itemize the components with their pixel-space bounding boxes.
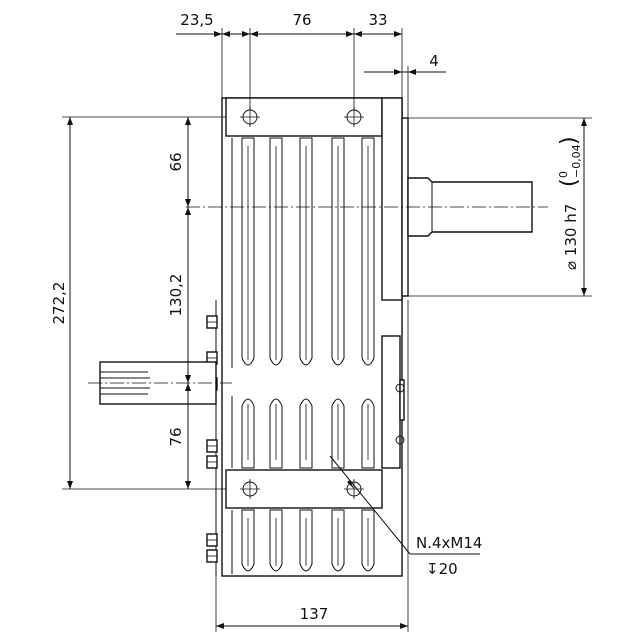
- paren-close: ): [557, 136, 582, 145]
- shaft-callout: ⌀ 130 h7 ( 0 −0,04 ): [557, 136, 583, 270]
- pad-bolt-0: [395, 383, 405, 393]
- dim-inner-chain: [185, 117, 191, 489]
- dim-bottom-label: 137: [300, 605, 329, 623]
- dim-left-total-label: 272,2: [50, 282, 68, 325]
- cooling-fins-upper: [231, 137, 375, 368]
- dim-left-total: [62, 116, 226, 490]
- dim-upper-label: 66: [167, 152, 185, 171]
- cooling-fins-bottom: [231, 509, 375, 574]
- dim-flange: [364, 69, 446, 75]
- dim-top-left-label: 23,5: [180, 11, 213, 29]
- dim-top-middle-label: 76: [292, 11, 311, 29]
- dim-top-right-label: 33: [368, 11, 387, 29]
- dim-mid-label: 130,2: [167, 274, 185, 317]
- hole-callout-thread: N.4xM14: [416, 534, 482, 552]
- shaft-tol-upper: 0: [557, 171, 570, 178]
- dim-shaft-diameter: [408, 117, 592, 297]
- pad-bolt-1: [395, 435, 405, 445]
- dim-flange-label: 4: [429, 52, 439, 70]
- shaft-callout-label: ⌀ 130 h7: [562, 204, 580, 270]
- hole-leader: [329, 455, 480, 555]
- dim-top-chain: [176, 28, 409, 118]
- mounting-hole-bottom-left: [240, 479, 260, 499]
- hole-callout-depth: ↧20: [426, 560, 458, 578]
- output-shaft: [186, 177, 548, 237]
- shaft-tol-lower: −0,04: [570, 144, 583, 178]
- dim-lower-label: 76: [167, 427, 185, 446]
- dim-bottom: [215, 300, 409, 632]
- input-shaft: [88, 361, 232, 405]
- cooling-fins-lower: [231, 396, 375, 469]
- paren-open: (: [557, 178, 582, 187]
